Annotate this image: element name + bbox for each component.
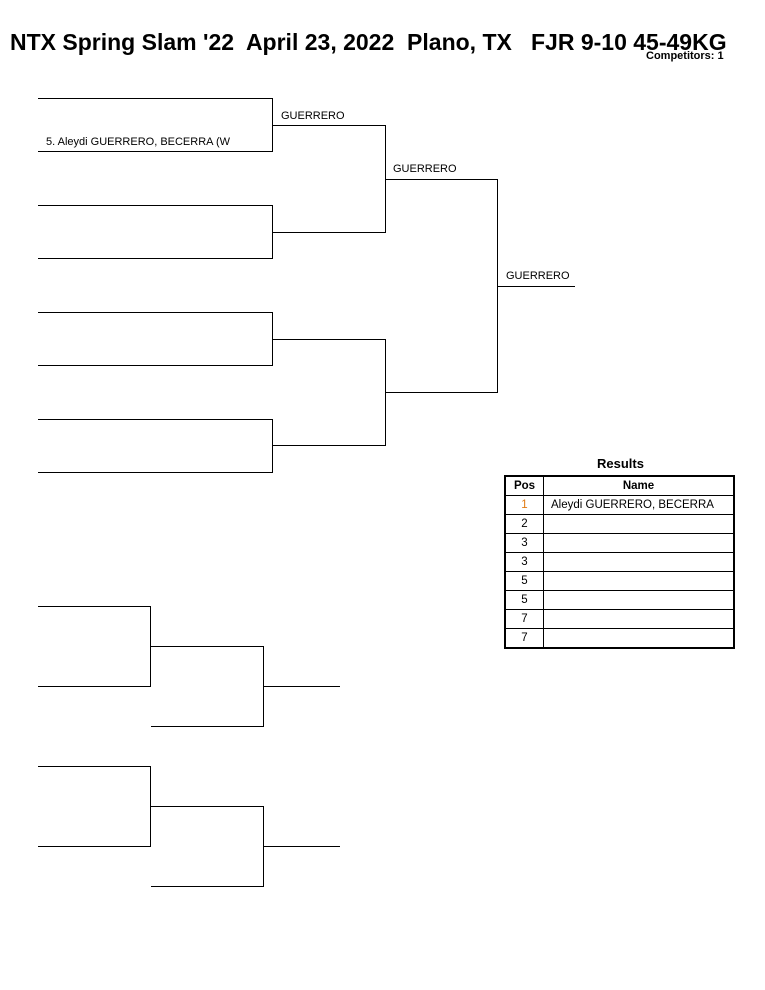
results-header-row: Pos Name (504, 475, 735, 496)
seed-entry-name: 5. Aleydi GUERRERO, BECERRA (W (46, 136, 230, 148)
bracket-line (273, 339, 386, 340)
table-row: 7 (504, 609, 735, 629)
bracket-line (38, 151, 273, 152)
bracket-line (498, 286, 575, 287)
result-pos: 2 (504, 514, 544, 534)
table-row: 2 (504, 514, 735, 534)
bracket-line (38, 846, 151, 847)
bracket-title: NTX Spring Slam '22 April 23, 2022 Plano… (10, 29, 727, 55)
result-name (543, 609, 735, 629)
bracket-line (38, 472, 273, 473)
result-pos: 5 (504, 571, 544, 591)
bracket-line (38, 98, 273, 99)
result-name (543, 590, 735, 610)
bracket-line (150, 606, 151, 687)
pos-column-header: Pos (504, 475, 544, 496)
bracket-line (272, 312, 273, 366)
result-name: Aleydi GUERRERO, BECERRA (543, 495, 735, 515)
table-row: 1 Aleydi GUERRERO, BECERRA (504, 495, 735, 515)
table-row: 5 (504, 571, 735, 591)
bracket-line (150, 766, 151, 847)
bracket-line (272, 205, 273, 259)
bracket-line (38, 365, 273, 366)
bracket-line (272, 98, 273, 152)
bracket-line (38, 766, 151, 767)
result-pos: 5 (504, 590, 544, 610)
result-name (543, 552, 735, 572)
result-pos: 3 (504, 533, 544, 553)
round1-winner-name: GUERRERO (281, 110, 345, 122)
bracket-line (263, 806, 264, 887)
bracket-line (38, 419, 273, 420)
bracket-line (263, 646, 264, 727)
table-row: 7 (504, 628, 735, 649)
results-table: Pos Name 1 Aleydi GUERRERO, BECERRA 2 3 … (504, 475, 735, 649)
table-row: 5 (504, 590, 735, 610)
name-column-header: Name (543, 475, 735, 496)
bracket-line (38, 205, 273, 206)
bracket-line (386, 179, 498, 180)
table-row: 3 (504, 533, 735, 553)
result-name (543, 571, 735, 591)
bracket-line (38, 312, 273, 313)
bracket-line (385, 125, 386, 233)
competitors-count: Competitors: 1 (646, 50, 724, 62)
bracket-line (497, 179, 498, 393)
result-pos: 7 (504, 628, 544, 649)
result-pos: 3 (504, 552, 544, 572)
bracket-line (38, 686, 151, 687)
champion-name: GUERRERO (506, 270, 570, 282)
bracket-line (272, 419, 273, 473)
bracket-line (151, 806, 264, 807)
bracket-line (273, 232, 386, 233)
bracket-line (151, 646, 264, 647)
bracket-line (38, 606, 151, 607)
bracket-line (38, 258, 273, 259)
result-name (543, 628, 735, 649)
table-row: 3 (504, 552, 735, 572)
bracket-line (386, 392, 498, 393)
bracket-line (151, 886, 264, 887)
round2-winner-name: GUERRERO (393, 163, 457, 175)
bracket-line (385, 339, 386, 446)
bracket-line (273, 445, 386, 446)
bracket-line (151, 726, 264, 727)
bracket-line (273, 125, 386, 126)
result-name (543, 514, 735, 534)
bracket-line (264, 846, 340, 847)
result-pos: 1 (504, 495, 544, 515)
bracket-line (264, 686, 340, 687)
result-pos: 7 (504, 609, 544, 629)
results-title: Results (597, 456, 644, 471)
result-name (543, 533, 735, 553)
